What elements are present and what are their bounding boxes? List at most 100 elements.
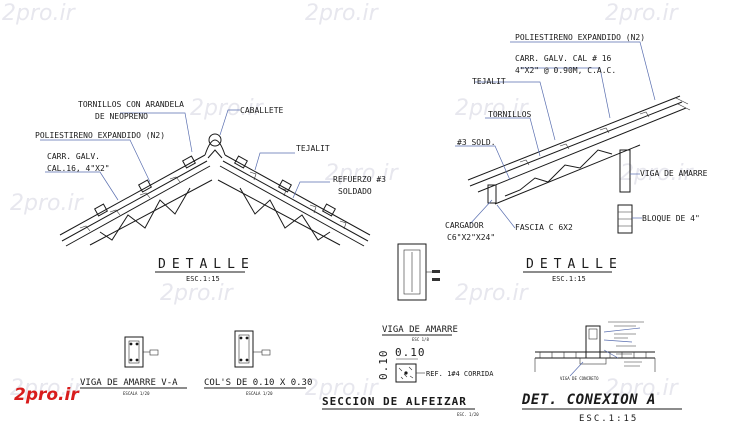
alfeizar-ref: REF. 1#4 CORRIDA [426,370,494,378]
alfeizar-dim-side: 0.10 [377,350,390,381]
truss-bottom-right [217,179,341,246]
eave-detail: POLIESTIRENO EXPANDIDO (N2) CARR. GALV. … [445,33,708,283]
alfeizar-title: SECCION DE ALFEIZAR [322,395,467,408]
leader-carr-r [520,67,611,119]
roof-sheet-right [224,154,371,236]
leader-tejalit [254,152,295,171]
leader-carr [45,171,119,201]
detail-scale-right: ESC.1:15 [552,275,586,283]
watermark: 2pro.ir [10,191,85,216]
insulation-right [222,160,369,242]
detail-title-left: DETALLE [158,257,255,272]
label-viga-r: VIGA DE AMARRE [640,169,708,178]
column-stirrup [238,334,250,364]
purlin-top-left [65,165,211,247]
truss-web-right [239,187,331,241]
conexion-scale: ESC.1:15 [579,414,638,424]
rebar-dot [129,358,133,362]
watermark: 2pro.ir [305,1,380,26]
block-joints [618,211,632,227]
conexion-title: DET. CONEXION A [521,392,656,408]
sheet-corrugation-eave [519,111,650,166]
truss-web-left [99,187,191,241]
column-section-title: COL'S DE 0.10 X 0.30 [204,378,312,388]
beam-section-outline [124,336,144,368]
ridge-flashing [207,149,223,159]
truss-web-eave [504,149,613,197]
watermark: 2pro.ir [325,161,400,186]
alfeizar-scale: ESC. 1/20 [457,412,479,417]
label-carr-spacing-r: 4"X2" @ 0.90M, C.A.C. [515,66,616,75]
truss-bottom-eave [494,144,641,205]
alfeizar-viga-title: VIGA DE AMARRE [382,325,458,335]
rebar-dot [239,358,243,362]
conexion-viga-label: VIGA DE CONCRETO [560,376,599,381]
leader-fascia-r [496,204,516,229]
label-tornillos: TORNILLOS CON ARANDELA [78,100,184,109]
alfeizar-viga-scale: ESC 1/8 [412,337,429,342]
watermark: 2pro.ir [10,376,85,401]
rebar-tag [261,349,271,356]
rebar-dot [135,342,139,346]
label-cargador-size-r: C6"X2"X24" [447,233,495,242]
purlin-left-1 [94,203,108,217]
roof-sheet-left [59,154,206,236]
purlin-left-2 [138,179,152,193]
conexion-annotation-text [608,321,644,367]
beam-stirrup [128,340,140,364]
viga-section-title: VIGA DE AMARRE V-A [80,378,178,388]
conexion-detail: VIGA DE CONCRETO DET. CONEXION A ESC.1:1… [521,321,682,424]
watermark: 2pro.ir [160,281,235,306]
purlin-right-1 [234,155,248,169]
rebar-dot [245,336,249,340]
insulation-eave [469,101,683,187]
conexion-base [579,357,607,365]
beam-section-va: VIGA DE AMARRE V-A ESCALA 1/20 [80,336,187,396]
detail-title-right: DETALLE [526,257,623,272]
label-soldado: SOLDADO [338,187,372,196]
watermark: 2pro.ir [190,96,265,121]
roof-sheet-eave [467,95,681,181]
fascia [487,184,497,204]
rebar-tag [149,349,159,356]
leader-refuerzo [292,181,330,199]
rebar-dot [239,336,243,340]
leader-caballete [219,109,240,136]
leader-tejalit-r [475,81,556,141]
beam-tag [432,270,440,273]
purlin-right-3 [322,203,336,217]
label-poliestireno: POLIESTIRENO EXPANDIDO (N2) [35,131,165,140]
rebar-dot [129,342,133,346]
column-section-scale: ESCALA 1/20 [246,391,273,396]
label-caballete: CABALLETE [240,106,284,115]
watermark: 2pro.ir [605,1,680,26]
conexion-beam-hatch [539,352,647,358]
detail-scale-left: ESC.1:15 [186,275,220,283]
column-section: COL'S DE 0.10 X 0.30 ESCALA 1/20 [204,330,312,396]
sheet-corrugation-right [249,171,347,230]
rebar-dot [404,371,408,375]
ridge-cap-circle [208,133,222,147]
label-fascia-r: FASCIA C 6X2 [515,223,573,232]
insulation-left [61,160,208,242]
label-neopreno: DE NEOPRENO [95,112,148,121]
label-carr-r: CARR. GALV. CAL # 16 [515,54,612,63]
leader-poliestireno [40,139,151,183]
alfeizar-dim-top: 0.10 [395,346,426,359]
ridge-detail: TORNILLOS CON ARANDELA DE NEOPRENO CABAL… [35,100,386,283]
label-refuerzo: REFUERZO #3 [333,175,386,184]
purlin-right-2 [278,179,292,193]
rebar-dot [245,358,249,362]
purlin-left-3 [182,155,196,169]
label-sold-r: #3 SOLD. [457,138,496,147]
label-carr-cal: CAL.16, 4"X2" [47,164,110,173]
leader-sold-r [455,145,511,181]
leader-tornillos-r [485,117,541,157]
purlin-top-right [219,165,365,247]
label-tejalit: TEJALIT [296,144,330,153]
rebar-dot [135,358,139,362]
leader-poliestireno-r [510,41,656,101]
beam-elevation-detail [397,243,440,301]
